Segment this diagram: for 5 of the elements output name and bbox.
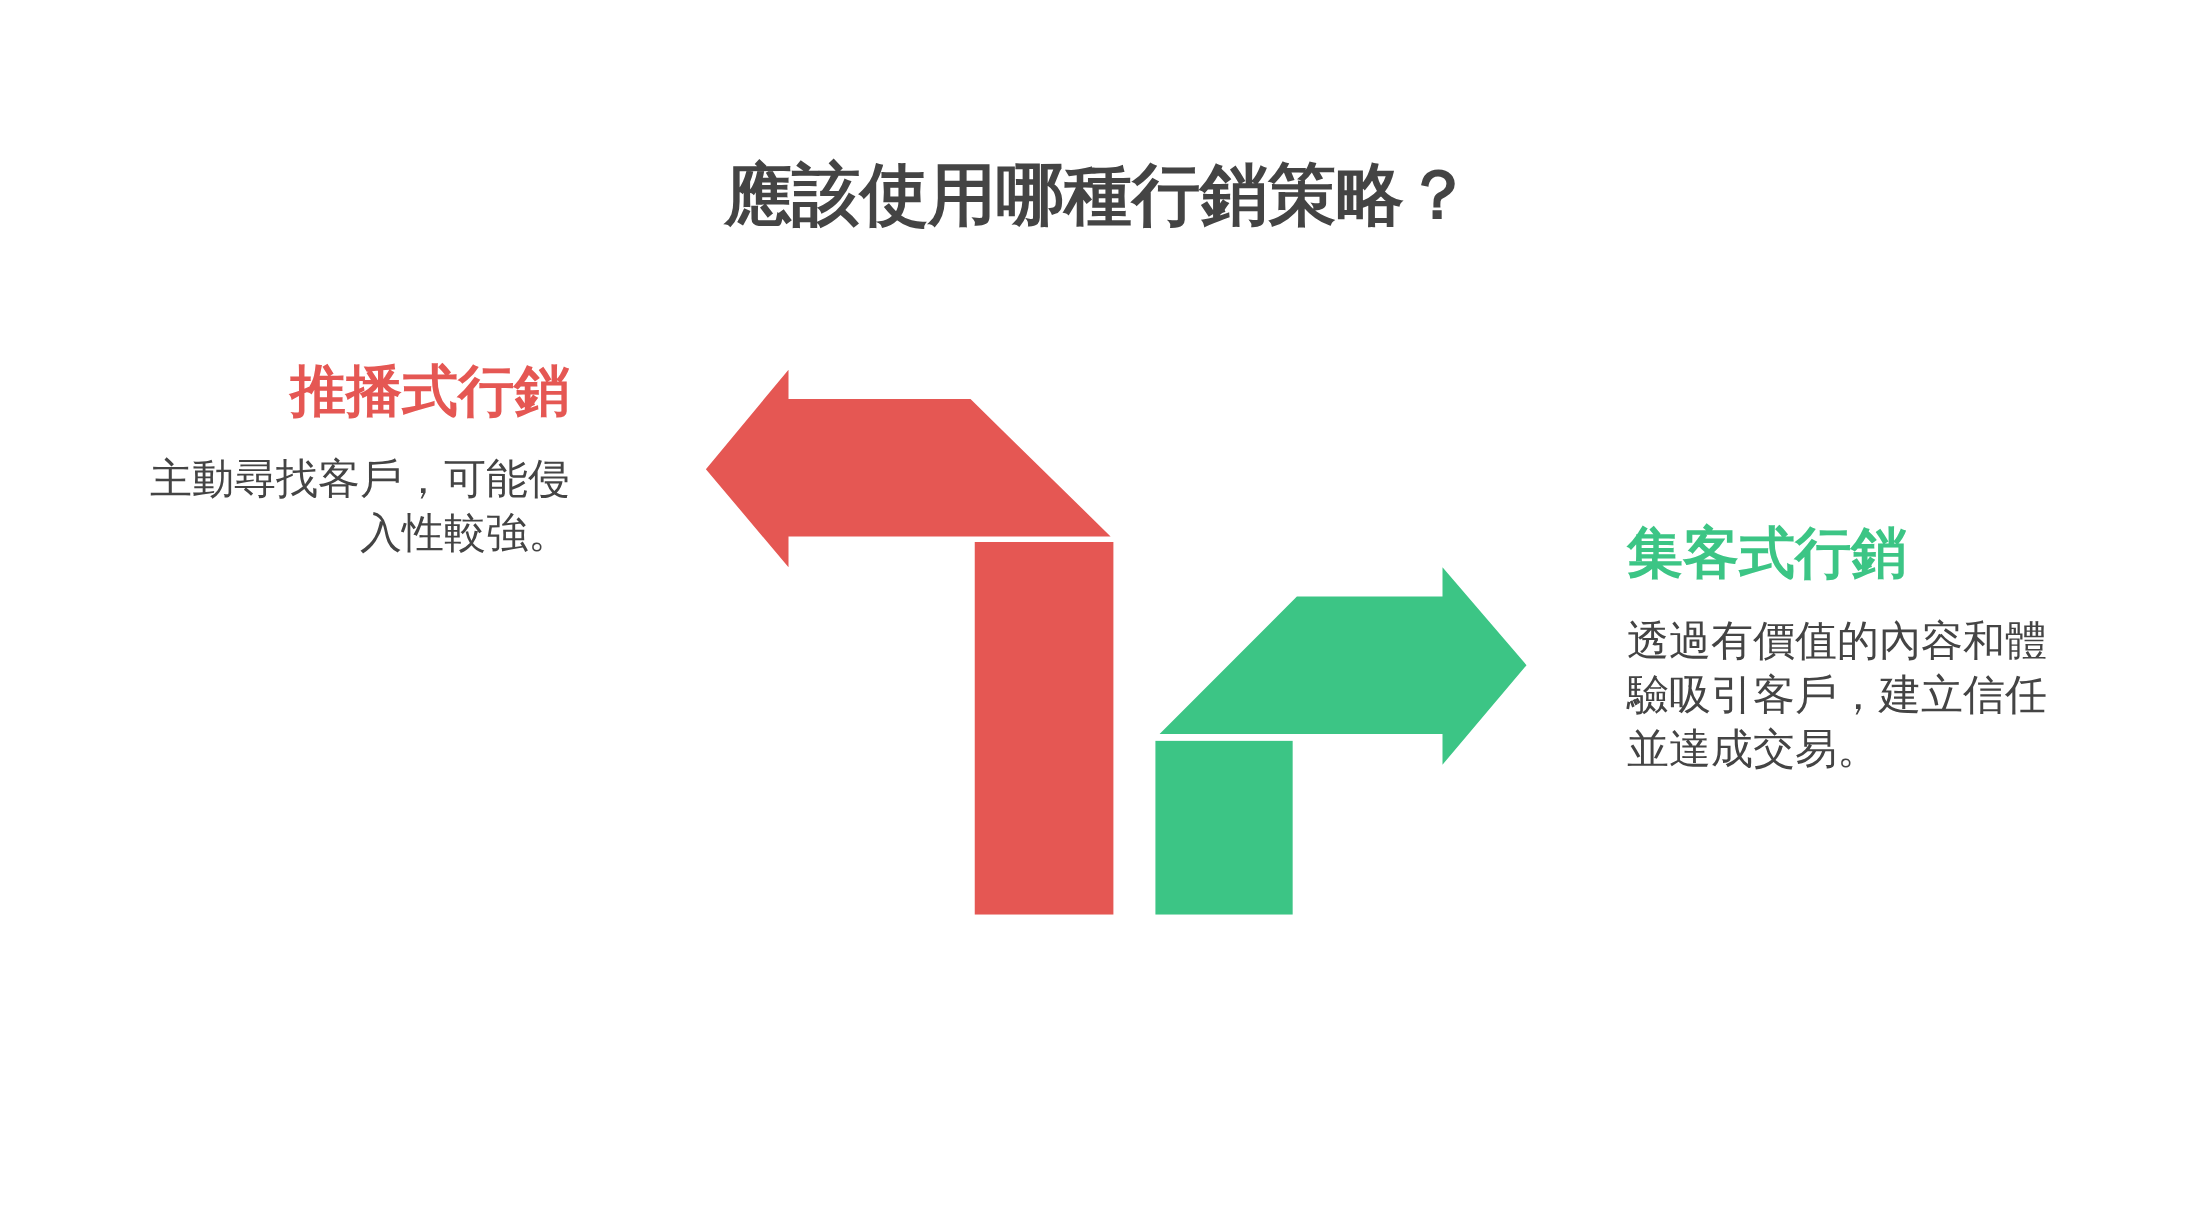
description: 主動尋找客戶，可能侵入性較強。 [150,453,570,559]
heading: 推播式行銷 [290,357,570,425]
heading: 集客式行銷 [1627,519,1907,587]
description: 透過有價值的內容和體驗吸引客戶，建立信任並達成交易。 [1627,615,2048,775]
title: 應該使用哪種行銷策略？ [724,155,1472,234]
